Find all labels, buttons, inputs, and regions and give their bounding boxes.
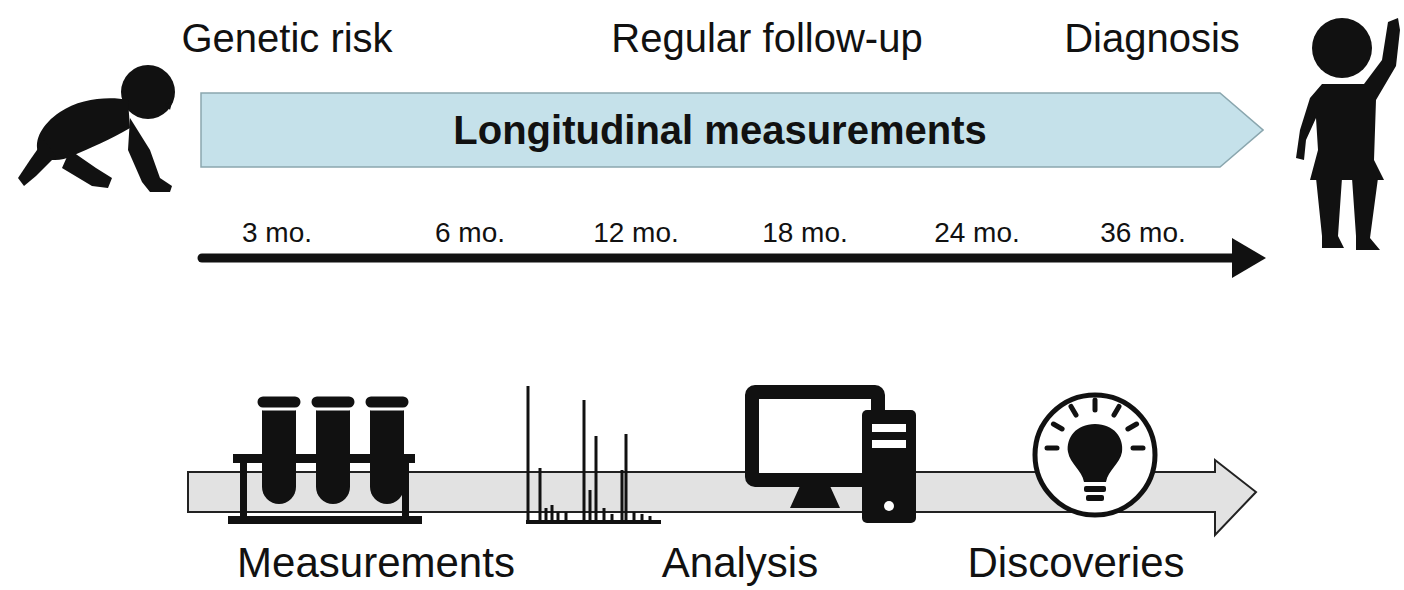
time-label: 12 mo. (593, 216, 679, 250)
light-ray (1053, 424, 1062, 429)
spectrum-peak (649, 516, 652, 521)
light-ray (1071, 406, 1076, 415)
step-label: Analysis (662, 538, 818, 588)
light-ray (1133, 446, 1143, 451)
band-title: Longitudinal measurements (453, 106, 986, 154)
lightbulb-icon (1035, 395, 1155, 515)
light-ray (1047, 446, 1057, 451)
spectrum-peak (625, 434, 628, 521)
band-outline (201, 93, 1263, 167)
spectrum-peak (633, 512, 636, 521)
light-ray (1093, 400, 1098, 410)
stage-label: Genetic risk (181, 14, 392, 62)
spectrum-peak (621, 470, 624, 521)
spectrum-peak (641, 514, 644, 521)
spectrum-plot (526, 386, 661, 523)
time-label: 3 mo. (242, 216, 312, 250)
light-ray (1128, 424, 1137, 429)
stage-label: Regular follow-up (611, 14, 922, 62)
spectrum-peak (603, 508, 606, 521)
spectrum-peak (595, 436, 598, 521)
step-label: Measurements (237, 538, 515, 588)
spectrum-peak (611, 514, 614, 521)
computer-icon (752, 392, 916, 523)
spectrum-peak (539, 468, 542, 521)
spectrum-peak (551, 505, 554, 521)
light-ray (1114, 406, 1119, 415)
spectrum-peak (583, 400, 586, 521)
spectrum-peak (545, 508, 548, 521)
time-label: 6 mo. (435, 216, 505, 250)
baby-silhouette (18, 65, 175, 192)
step-label: Discoveries (967, 538, 1184, 588)
test-tube-rack (228, 395, 422, 524)
spectrum-peak (565, 512, 568, 521)
time-label: 24 mo. (934, 216, 1020, 250)
spectrum-peak (557, 512, 560, 521)
spectrum-peak (589, 490, 592, 521)
time-label: 36 mo. (1100, 216, 1186, 250)
time-label: 18 mo. (762, 216, 848, 250)
arrow-band: Longitudinal measurements (200, 92, 1264, 168)
child-silhouette (1296, 18, 1400, 250)
stage-label: Diagnosis (1064, 14, 1240, 62)
